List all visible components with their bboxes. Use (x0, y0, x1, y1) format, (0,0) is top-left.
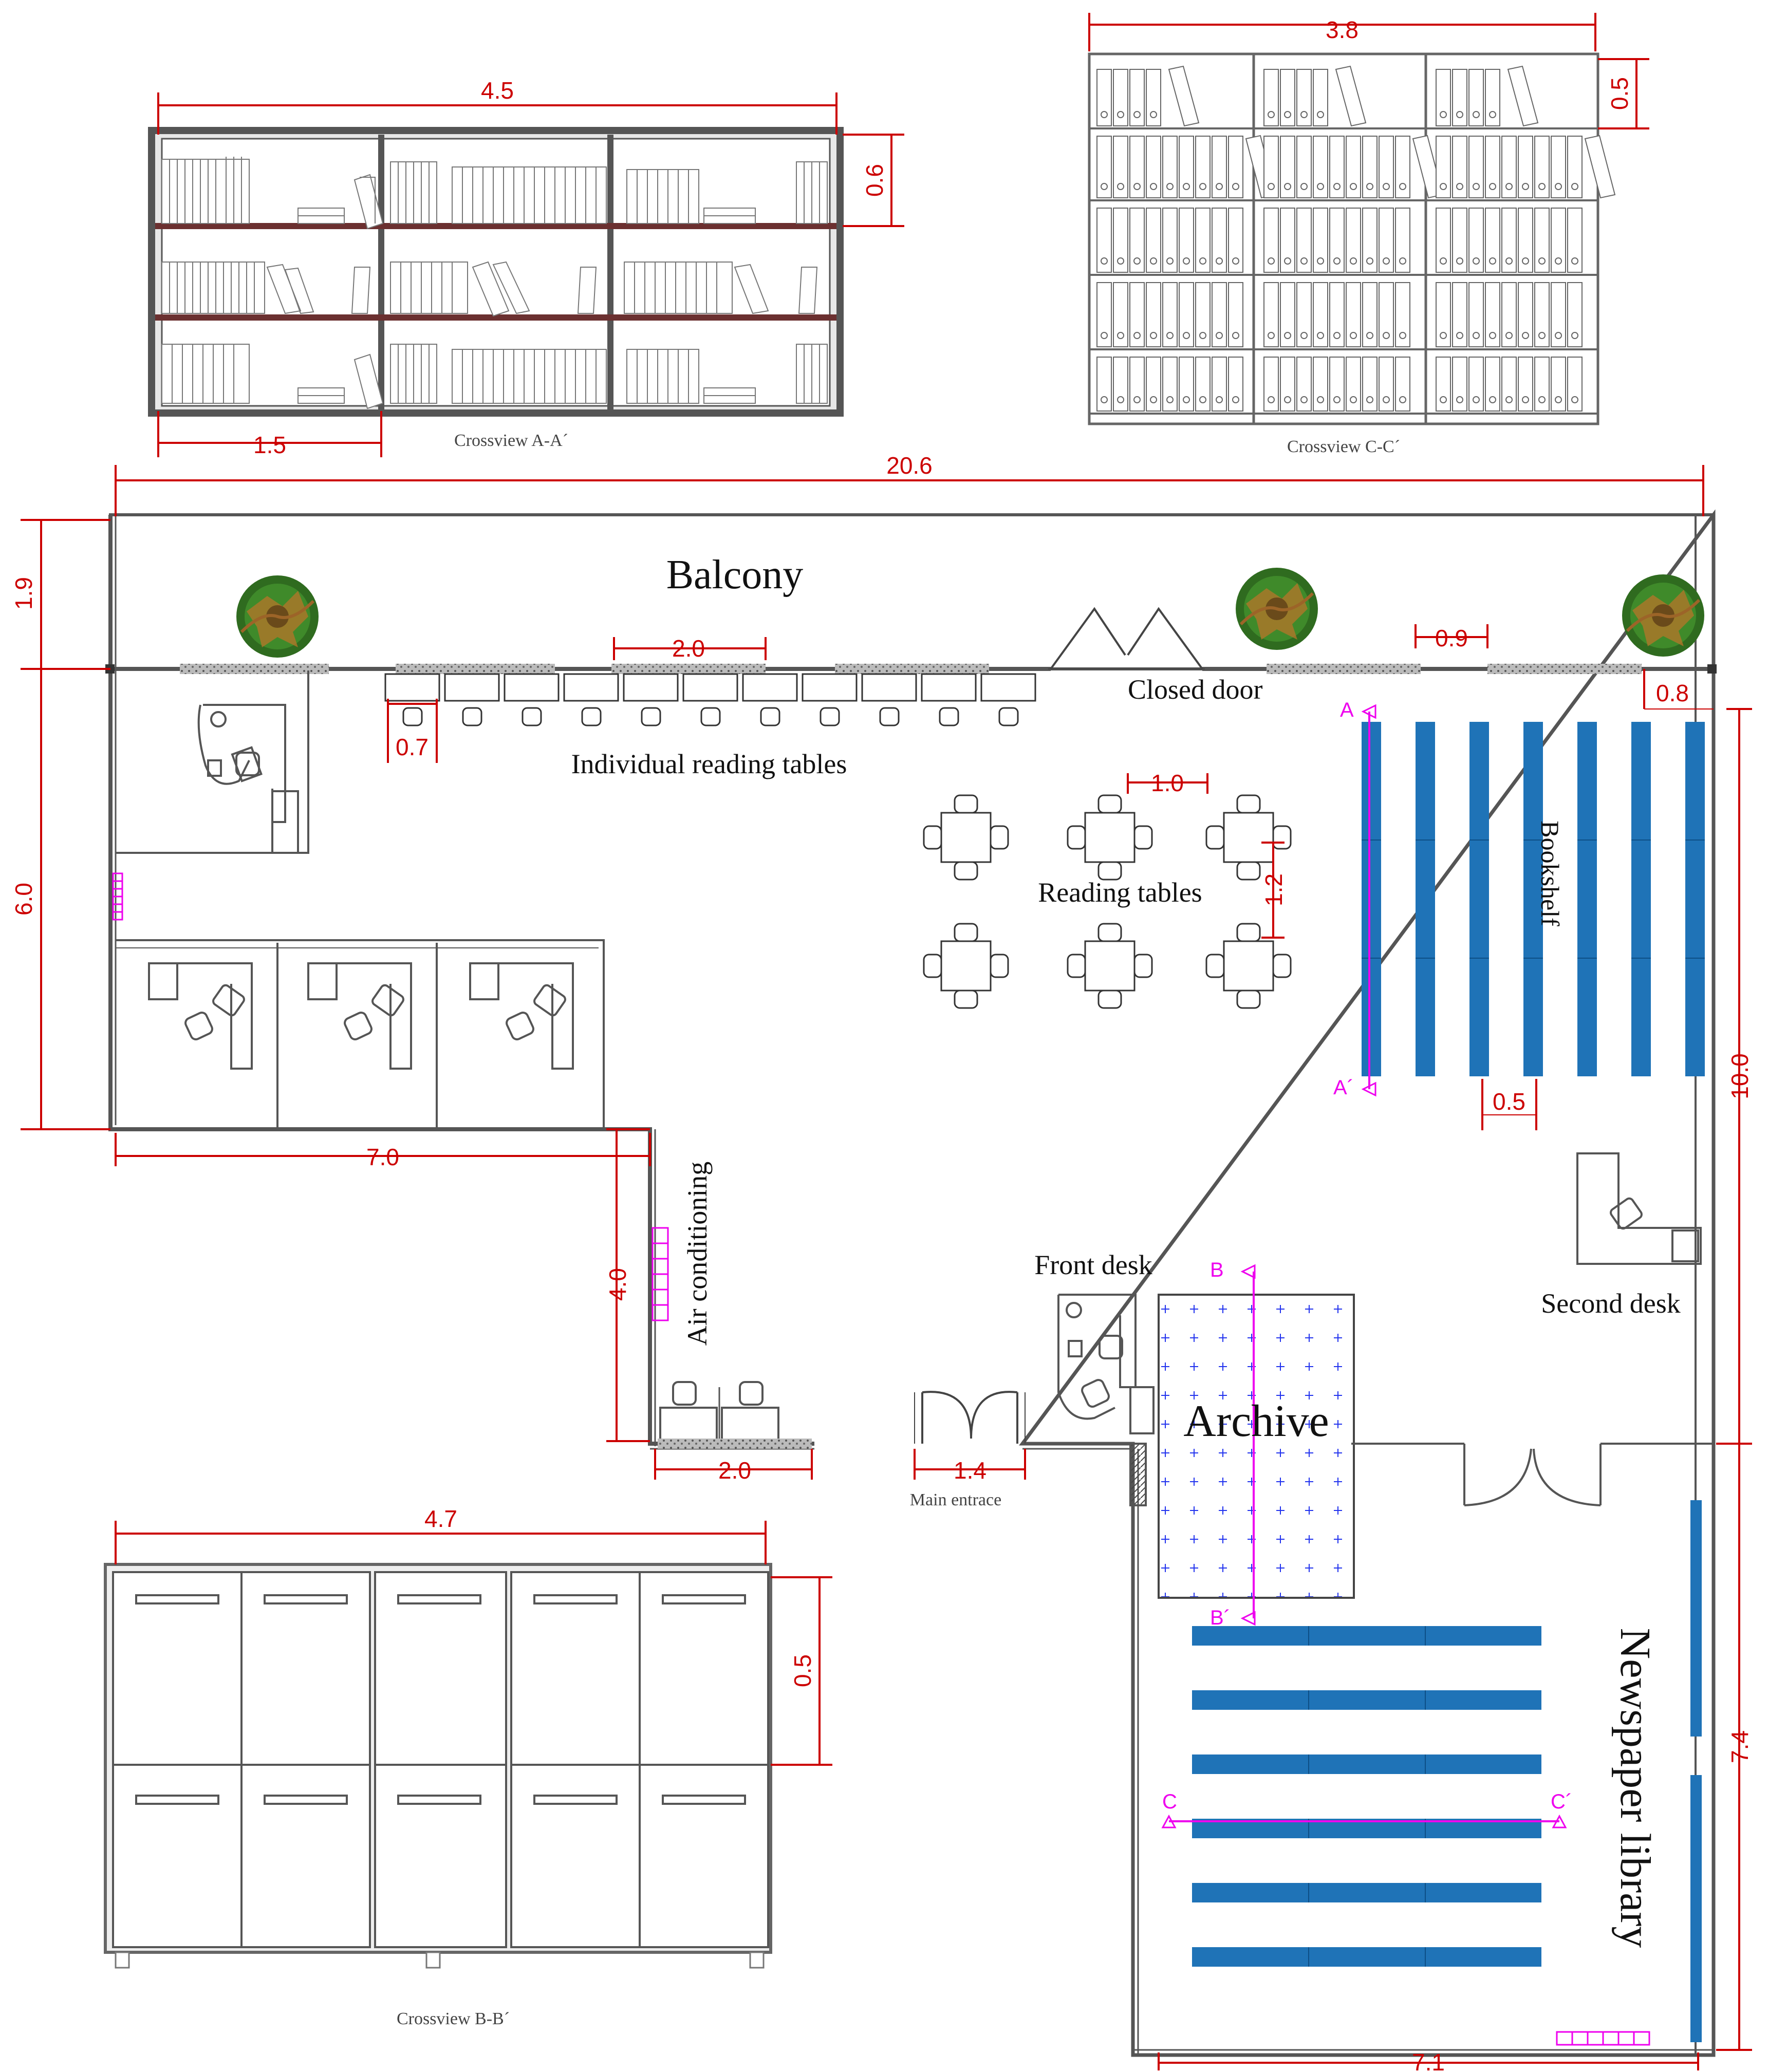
bookshelf (1362, 722, 1381, 1076)
individual-reading-table (802, 673, 858, 726)
section-mark-b-prime: B´ (1210, 1607, 1231, 1629)
dim-crossview-b-width: 4.7 (424, 1505, 457, 1532)
dim-reading-table-spacing-x: 1.0 (1151, 770, 1184, 796)
dim-total-width: 20.6 (886, 452, 933, 479)
dim-office-depth: 6.0 (10, 883, 37, 916)
dim-newspaper-depth: 7.4 (1726, 1730, 1753, 1763)
ac-unit-newspaper (1556, 2031, 1650, 2046)
archive-area (1158, 1294, 1355, 1599)
dim-door-offset: 0.8 (1656, 680, 1689, 706)
individual-reading-table (980, 673, 1036, 726)
label-main-entrance: Main entrace (910, 1490, 1001, 1509)
individual-reading-table (742, 673, 798, 726)
plant-icon (1236, 568, 1318, 650)
dim-individual-table-depth: 0.7 (396, 734, 429, 760)
entrance-seats (659, 1381, 779, 1445)
label-front-desk: Front desk (1034, 1249, 1152, 1280)
newspaper-shelf (1192, 1754, 1541, 1774)
ac-unit-corridor (652, 1227, 669, 1321)
closed-door-symbol (1048, 607, 1205, 670)
newspaper-shelf (1192, 1626, 1541, 1646)
section-mark-c-prime: C´ (1551, 1790, 1572, 1813)
caption-crossview-c: Crossview C-C´ (1287, 437, 1400, 456)
individual-reading-table (444, 673, 500, 726)
section-mark-a-prime: A´ (1333, 1076, 1354, 1099)
dim-main-entrance-width: 1.4 (954, 1457, 987, 1484)
dim-corridor-depth: 4.0 (604, 1268, 631, 1301)
individual-reading-table (861, 673, 917, 726)
bookshelf (1469, 722, 1489, 1076)
crossview-b: 4.7 0.5 Crossview B-B´ (104, 1505, 832, 2028)
individual-reading-table (921, 673, 977, 726)
label-archive: Archive (1183, 1396, 1329, 1446)
bookshelf (1416, 722, 1435, 1076)
dim-reading-table-spacing-y: 1.2 (1260, 873, 1287, 906)
plant-icon (236, 575, 319, 658)
dim-newspaper-width: 7.1 (1412, 2049, 1445, 2072)
reading-table (1067, 794, 1153, 881)
section-mark-c: C (1162, 1790, 1177, 1813)
main-entrance-door (914, 1391, 1026, 1444)
offices-row (116, 939, 605, 1129)
office-workstation (469, 962, 574, 1070)
dim-window-gap: 0.9 (1435, 625, 1468, 651)
ac-unit-west (112, 872, 123, 921)
dim-east-wing-depth: 10.0 (1726, 1053, 1753, 1099)
dim-ac-unit-width: 2.0 (718, 1457, 751, 1484)
office-workstation (148, 962, 253, 1070)
caption-crossview-a: Crossview A-A´ (454, 431, 568, 450)
label-closed-door: Closed door (1128, 674, 1263, 705)
front-desk (1057, 1294, 1155, 1506)
dim-crossview-a-width: 4.5 (481, 77, 514, 104)
dim-crossview-c-width: 3.8 (1326, 16, 1358, 43)
second-desk (1576, 1152, 1702, 1265)
individual-reading-table (504, 673, 560, 726)
dim-crossview-a-module: 1.5 (253, 432, 286, 458)
label-bookshelf: Bookshelf (1536, 820, 1565, 926)
individual-reading-table (384, 673, 440, 726)
individual-reading-table (682, 673, 738, 726)
reading-table (1205, 794, 1292, 881)
dim-office-width: 7.0 (366, 1144, 399, 1170)
reading-table (1205, 923, 1292, 1009)
dim-bookshelf-spacing: 0.5 (1493, 1088, 1525, 1115)
crossview-a: 4.5 0.6 1.5 Crossview A-A´ (148, 77, 904, 458)
dim-individual-table-run: 2.0 (672, 635, 705, 662)
reading-table (923, 923, 1009, 1009)
bookshelf (1577, 722, 1597, 1076)
label-air-conditioning: Air conditioning (682, 1162, 713, 1346)
label-individual-reading-tables: Individual reading tables (571, 749, 847, 779)
dimension-lines (21, 465, 1752, 2070)
section-mark-b: B (1210, 1259, 1224, 1281)
bookshelf (1685, 722, 1705, 1076)
reading-table (923, 794, 1009, 881)
section-mark-a: A (1340, 699, 1354, 721)
caption-crossview-b: Crossview B-B´ (397, 2009, 510, 2028)
dim-crossview-a-shelf-height: 0.6 (861, 164, 888, 197)
newspaper-shelf (1192, 1883, 1541, 1902)
dim-crossview-c-shelf-height: 0.5 (1606, 77, 1633, 110)
label-second-desk: Second desk (1541, 1288, 1680, 1319)
reading-table (1067, 923, 1153, 1009)
dim-balcony-depth: 1.9 (10, 577, 37, 610)
individual-reading-table (623, 673, 679, 726)
dim-crossview-b-drawer-height: 0.5 (789, 1654, 816, 1687)
office-workstation (307, 962, 412, 1070)
individual-reading-table (563, 673, 619, 726)
newspaper-shelf (1192, 1690, 1541, 1710)
bookshelf (1523, 722, 1543, 1076)
crossview-c: 3.8 0.5 Crossview C-C´ (1088, 13, 1649, 456)
label-balcony: Balcony (666, 552, 804, 598)
label-newspaper-library: Newspaper library (1611, 1628, 1659, 1948)
bookshelf (1631, 722, 1651, 1076)
main-plan (105, 509, 1717, 2057)
newspaper-shelf (1192, 1947, 1541, 1967)
label-reading-tables: Reading tables (1038, 877, 1202, 908)
plant-icon (1622, 574, 1704, 657)
office-top-left (116, 670, 309, 854)
